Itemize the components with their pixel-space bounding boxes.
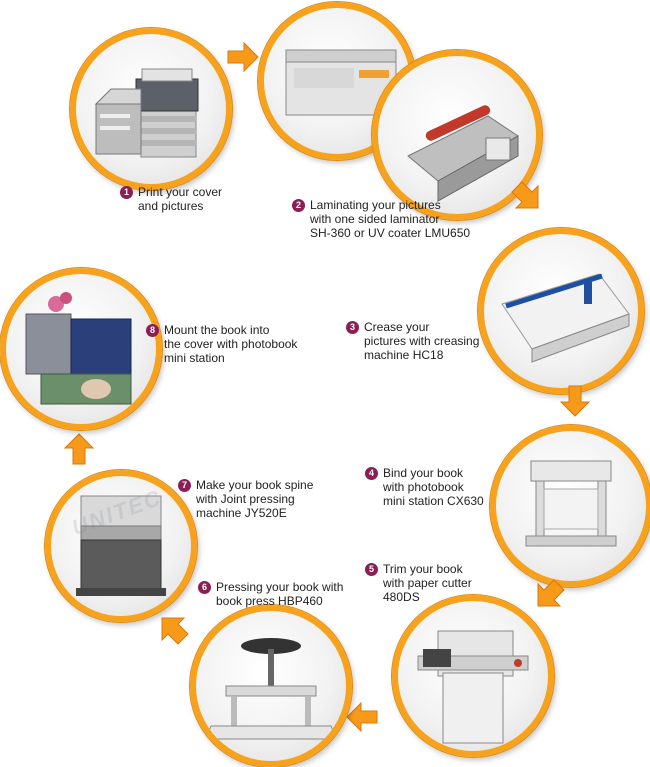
step-text: Mount the book into the cover with photo… [164,323,298,365]
step-3-label: 3 Crease your pictures with creasing mac… [346,320,479,362]
step-6-image-circle [190,605,352,767]
step-2-label: 2 Laminating your pictures with one side… [292,198,470,240]
step-text: Laminating your pictures with one sided … [310,198,471,240]
step-1-image-circle [70,28,232,190]
arrow-6-to-7 [158,614,192,648]
step-text: Print your cover and pictures [138,185,223,213]
step-number-badge: 6 [198,581,211,594]
laminator-image [407,105,519,202]
step-6-label: 6 Pressing your book with book press HBP… [198,580,343,608]
orange-arrow-icon [559,385,591,417]
arrow-2-to-3 [508,178,542,212]
step-4-image-circle [490,425,650,587]
step-number-badge: 1 [120,186,133,199]
step-text: Make your book spine with Joint pressing… [196,478,314,520]
step-number-badge: 5 [365,563,378,576]
step-text: Crease your pictures with creasing machi… [364,320,480,362]
orange-arrow-icon [227,41,259,73]
step-7-label: 7 Make your book spine with Joint pressi… [178,478,313,520]
orange-arrow-icon [537,579,565,607]
joint-press-image [76,495,166,596]
step-8-image-circle [0,268,162,430]
orange-arrow-icon [511,181,539,209]
step-number-badge: 3 [346,321,359,334]
arrow-7-to-8 [62,432,96,466]
photobook-image [25,292,132,405]
step-text: Pressing your book with book press HBP46… [216,580,344,608]
step-number-badge: 4 [365,467,378,480]
arrow-1-to-2 [226,40,260,74]
orange-arrow-icon [346,701,378,733]
step-text: Bind your book with photobook mini stati… [383,466,484,508]
creasing-machine-image [501,273,630,363]
step-number-badge: 8 [146,324,159,337]
step-number-badge: 7 [178,479,191,492]
paper-cutter-image [417,630,529,744]
step-text: Trim your book with paper cutter 480DS [383,562,472,604]
step-4-label: 4 Bind your book with photobook mini sta… [365,466,484,508]
arrow-5-to-6 [345,700,379,734]
uv-coater-image [285,49,397,116]
orange-arrow-icon [63,433,95,465]
arrow-4-to-5 [534,576,568,610]
step-number-badge: 2 [292,199,305,212]
step-1-label: 1 Print your cover and pictures [120,185,222,213]
printer-image [94,68,199,158]
step-3-image-circle [478,228,644,394]
step-7-image-circle [45,470,197,622]
orange-arrow-icon [161,617,189,645]
step-5-label: 5 Trim your book with paper cutter 480DS [365,562,472,604]
arrow-3-to-4 [558,384,592,418]
step-5-image-circle [392,595,554,757]
book-press-image [205,638,337,740]
step-8-label: 8 Mount the book into the cover with pho… [146,323,297,365]
mini-station-image [525,460,617,547]
